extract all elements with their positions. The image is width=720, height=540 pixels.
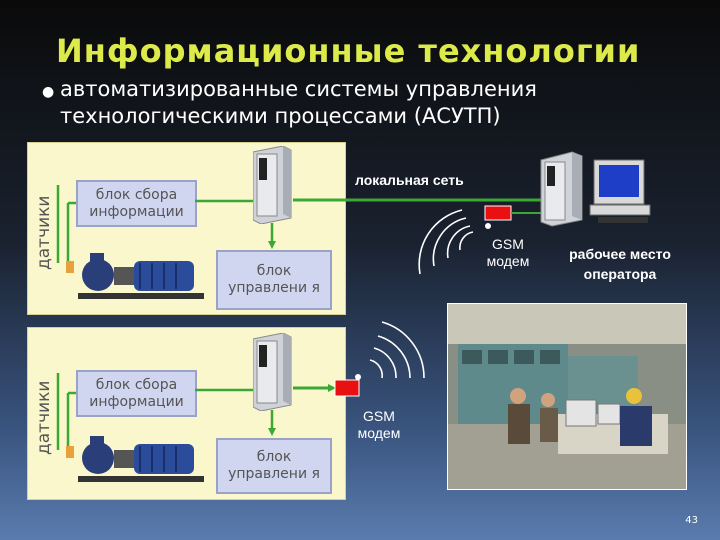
operator-workplace-label: рабочее место оператора xyxy=(555,244,685,284)
gsm-modem-label-top: GSM модем xyxy=(478,236,538,270)
gsm-modem-label-bottom: GSM модем xyxy=(345,408,413,442)
server-cabinet-icon xyxy=(541,152,582,226)
control-room-illustration xyxy=(448,304,686,489)
radio-waves-icon xyxy=(370,322,424,378)
operator-computer-icon xyxy=(590,160,650,223)
lan-label: локальная сеть xyxy=(355,172,464,188)
radio-waves-icon xyxy=(419,210,473,274)
control-room-photo xyxy=(447,303,687,490)
gsm-modem-icon xyxy=(485,206,511,220)
gsm-modem-icon xyxy=(335,380,359,396)
page-number: 43 xyxy=(685,515,698,526)
